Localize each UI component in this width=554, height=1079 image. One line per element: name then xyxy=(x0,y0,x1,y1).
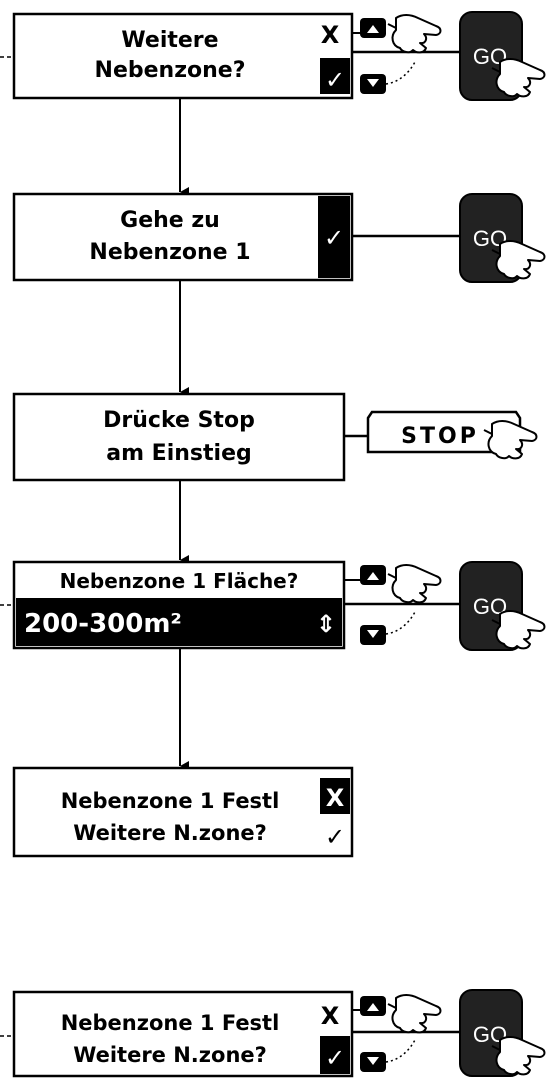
screen-druecke-stop: Drücke Stop am Einstieg xyxy=(14,394,344,480)
go-group: GO xyxy=(352,194,545,282)
screen-line-1: Gehe zu xyxy=(120,208,220,233)
x-icon: X xyxy=(321,1002,340,1030)
pointing-hand-icon xyxy=(492,1037,545,1074)
lcd-frame xyxy=(14,14,352,98)
keypad-group: GO xyxy=(344,562,545,650)
screen-gehe-zu-nebenzone: Gehe zu Nebenzone 1 ✓ xyxy=(14,194,352,280)
stop-button-label: STOP xyxy=(401,424,479,449)
checkmark-icon: ✓ xyxy=(325,823,345,851)
screen-line-1: Nebenzone 1 Festl xyxy=(61,789,280,813)
pointing-hand-icon xyxy=(492,241,545,278)
pointing-hand-icon xyxy=(492,611,545,648)
lcd-frame xyxy=(14,194,352,280)
keypad-group: GO xyxy=(352,12,545,100)
screen-line-1: Nebenzone 1 Fläche? xyxy=(60,569,299,593)
screen-line-1: Weitere xyxy=(121,28,218,53)
checkmark-icon: ✓ xyxy=(325,1044,345,1072)
x-icon: X xyxy=(326,784,345,812)
stop-group: STOP xyxy=(344,412,537,458)
lcd-frame xyxy=(14,394,344,480)
pointing-hand-icon xyxy=(388,995,441,1032)
screen-nebenzone-festgelegt-confirm: Nebenzone 1 Festl Weitere N.zone? X ✓ xyxy=(0,992,352,1076)
checkmark-icon: ✓ xyxy=(324,224,344,252)
pointing-hand-icon xyxy=(492,59,545,96)
keypad-group: GO xyxy=(352,990,545,1076)
screen-line-2: Weitere N.zone? xyxy=(73,1043,267,1067)
screen-line-2: Nebenzone 1 xyxy=(89,240,250,265)
screen-line-2: Weitere N.zone? xyxy=(73,821,267,845)
pointing-hand-icon xyxy=(484,421,537,458)
area-value: 200-300m² xyxy=(24,609,182,639)
screen-line-1: Drücke Stop xyxy=(103,408,255,433)
screen-weitere-nebenzone: Weitere Nebenzone? X ✓ xyxy=(0,14,352,98)
screen-line-2: am Einstieg xyxy=(106,441,251,466)
checkmark-icon: ✓ xyxy=(325,66,345,94)
spinner-icon: ⇕ xyxy=(316,610,336,638)
screen-nebenzone-festgelegt: Nebenzone 1 Festl Weitere N.zone? X ✓ xyxy=(14,768,352,856)
screen-line-1: Nebenzone 1 Festl xyxy=(61,1011,280,1035)
screen-line-2: Nebenzone? xyxy=(95,58,246,83)
x-icon: X xyxy=(321,21,340,49)
screen-nebenzone-flaeche: Nebenzone 1 Fläche? 200-300m² ⇕ xyxy=(0,562,344,648)
pointing-hand-icon xyxy=(388,565,441,602)
pointing-hand-icon xyxy=(388,15,441,52)
